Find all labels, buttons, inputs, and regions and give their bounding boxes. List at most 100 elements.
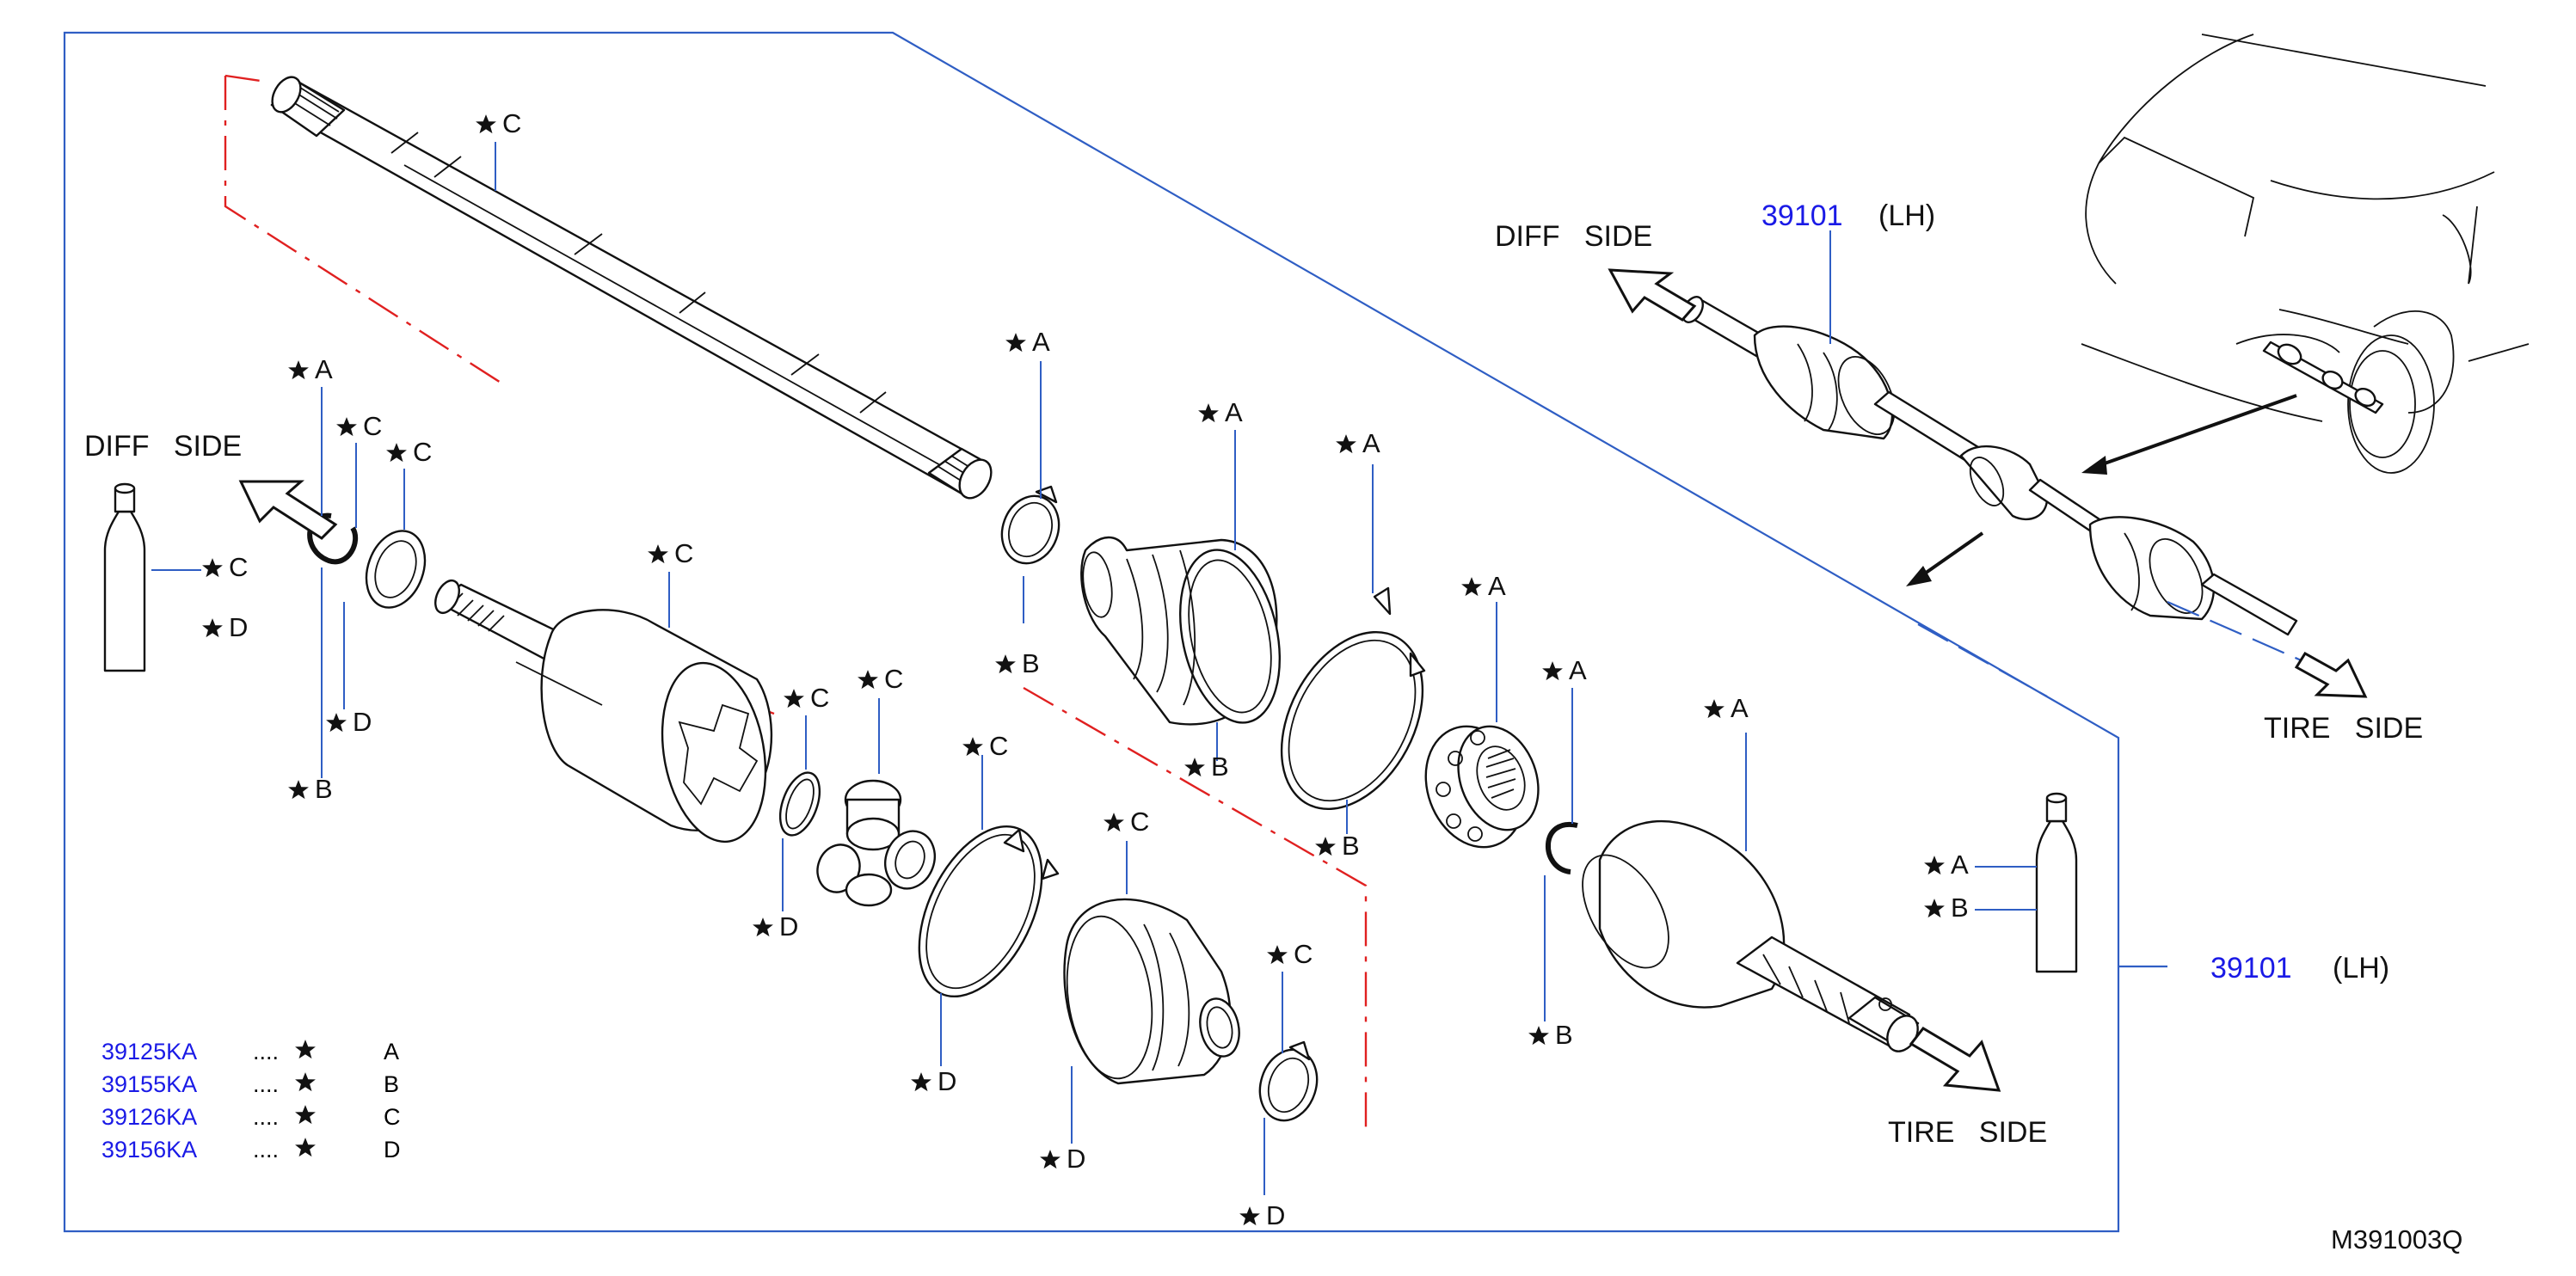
star-icon bbox=[1924, 856, 1945, 875]
star-icon bbox=[1239, 1206, 1260, 1226]
callout-ring-left-d: D bbox=[326, 707, 372, 737]
star-icon bbox=[1267, 945, 1288, 965]
star-icon bbox=[1005, 333, 1026, 353]
callout-band-upper: A bbox=[1005, 327, 1050, 357]
star-icon bbox=[858, 670, 878, 690]
star-icon bbox=[476, 114, 496, 134]
star-icon bbox=[326, 713, 347, 733]
star-icon bbox=[288, 360, 309, 380]
inner-joint-housing bbox=[434, 579, 773, 844]
svg-text:A: A bbox=[1032, 327, 1050, 357]
bearing-cage bbox=[1424, 725, 1540, 849]
star-icon bbox=[1461, 577, 1482, 597]
star-icon bbox=[1528, 1026, 1549, 1046]
svg-text:C: C bbox=[384, 1104, 401, 1130]
callout-cring-a: A bbox=[1542, 655, 1587, 685]
svg-text:B: B bbox=[1342, 831, 1360, 861]
svg-text:B: B bbox=[1951, 893, 1969, 923]
boot-clamp-lower bbox=[1258, 1040, 1319, 1122]
svg-text:B: B bbox=[384, 1071, 399, 1097]
star-icon bbox=[1198, 403, 1219, 423]
svg-text:B: B bbox=[315, 774, 333, 804]
callout-band-large-b: B bbox=[1315, 831, 1360, 861]
legend-row-b: 39155KA .... B bbox=[101, 1071, 399, 1097]
svg-text:....: .... bbox=[253, 1071, 279, 1097]
svg-text:39125KA[interactable]: 39125KA bbox=[101, 1039, 197, 1064]
assembly-frame bbox=[63, 31, 2120, 1233]
svg-text:B: B bbox=[1555, 1020, 1573, 1050]
diff-side-arrow-main bbox=[238, 480, 338, 540]
svg-text:....: .... bbox=[253, 1137, 279, 1163]
svg-text:A: A bbox=[1225, 397, 1243, 427]
svg-text:39155KA[interactable]: 39155KA bbox=[101, 1071, 197, 1097]
svg-text:D: D bbox=[1266, 1200, 1285, 1230]
callout-boot-upper-b: B bbox=[1184, 751, 1229, 782]
svg-text:A: A bbox=[1731, 693, 1749, 723]
circlip-right bbox=[1546, 821, 1578, 874]
seal-ring-left bbox=[365, 530, 427, 609]
callout-tube-right-b: B bbox=[1924, 893, 1969, 923]
svg-text:C: C bbox=[1294, 939, 1313, 969]
diff-side-label-main: DIFF SIDE bbox=[84, 430, 242, 463]
callout-tube-left-c: C bbox=[202, 552, 248, 582]
diagram-id: M391003Q bbox=[2331, 1224, 2462, 1255]
star-icon bbox=[1184, 758, 1205, 777]
star-icon bbox=[962, 737, 983, 757]
callout-housing-c: C bbox=[648, 538, 693, 568]
long-drive-shaft bbox=[270, 76, 993, 500]
tire-side-label-main: TIRE SIDE bbox=[1888, 1116, 2047, 1149]
svg-text:....: .... bbox=[253, 1104, 279, 1130]
alignment-line-lower bbox=[1023, 686, 1368, 1135]
tire-side-arrow-main bbox=[1909, 1027, 2001, 1092]
svg-text:39156KA[interactable]: 39156KA bbox=[101, 1137, 197, 1163]
svg-text:D: D bbox=[938, 1066, 956, 1096]
svg-text:A: A bbox=[1951, 850, 1969, 880]
boot-lower bbox=[1063, 898, 1240, 1085]
callout-clamp-lower-d: D bbox=[1239, 1200, 1285, 1230]
callout-ring-left-a: A bbox=[288, 354, 333, 384]
callout-cage-a: A bbox=[1461, 571, 1506, 601]
legend-row-d: 39156KA .... D bbox=[101, 1137, 401, 1163]
alignment-line-upper bbox=[224, 74, 508, 389]
callout-tube-right-a: A bbox=[1924, 850, 1969, 880]
svg-text:A: A bbox=[1488, 571, 1506, 601]
callout-band-mid-c: C bbox=[962, 731, 1008, 761]
svg-text:39101: 39101 bbox=[1761, 199, 1843, 232]
callout-boot-lower-d: D bbox=[1040, 1144, 1085, 1174]
svg-text:A: A bbox=[1362, 428, 1380, 458]
svg-text:D: D bbox=[229, 612, 248, 642]
callout-snap-c: C bbox=[784, 683, 829, 713]
svg-text:C: C bbox=[884, 664, 903, 694]
callout-band-upper-b: B bbox=[995, 648, 1040, 678]
svg-text:(LH): (LH) bbox=[1878, 199, 1935, 232]
star-icon bbox=[1704, 699, 1725, 719]
callout-ring-left-b: B bbox=[288, 774, 333, 804]
star-icon bbox=[911, 1072, 931, 1092]
callout-ring-left-c1: C bbox=[336, 411, 382, 441]
boot-upper bbox=[1080, 536, 1282, 726]
star-icon bbox=[1542, 661, 1563, 681]
svg-text:D: D bbox=[353, 707, 372, 737]
inset-part-number[interactable]: 39101 (LH) bbox=[1761, 199, 1935, 232]
snap-ring bbox=[778, 771, 821, 837]
svg-text:C: C bbox=[810, 683, 829, 713]
inset-dash-line-2 bbox=[2167, 600, 2306, 664]
svg-text:D: D bbox=[779, 911, 798, 942]
svg-text:39126KA[interactable]: 39126KA bbox=[101, 1104, 197, 1130]
svg-text:C: C bbox=[502, 108, 521, 138]
star-icon bbox=[1924, 899, 1945, 918]
tire-side-arrow-inset bbox=[2294, 651, 2368, 698]
boot-band-large bbox=[1280, 586, 1426, 811]
star-icon bbox=[753, 917, 773, 937]
svg-text:C: C bbox=[229, 552, 248, 582]
callout-band-large-a: A bbox=[1336, 428, 1380, 458]
svg-text:B: B bbox=[1022, 648, 1040, 678]
star-icon bbox=[386, 443, 407, 463]
callout-leaders bbox=[151, 142, 2037, 1195]
frame-part-number[interactable]: 39101 (LH) bbox=[2210, 952, 2389, 985]
svg-text:39101: 39101 bbox=[2210, 952, 2292, 985]
svg-text:B: B bbox=[1211, 751, 1229, 782]
diff-side-label-inset: DIFF SIDE bbox=[1495, 220, 1652, 253]
